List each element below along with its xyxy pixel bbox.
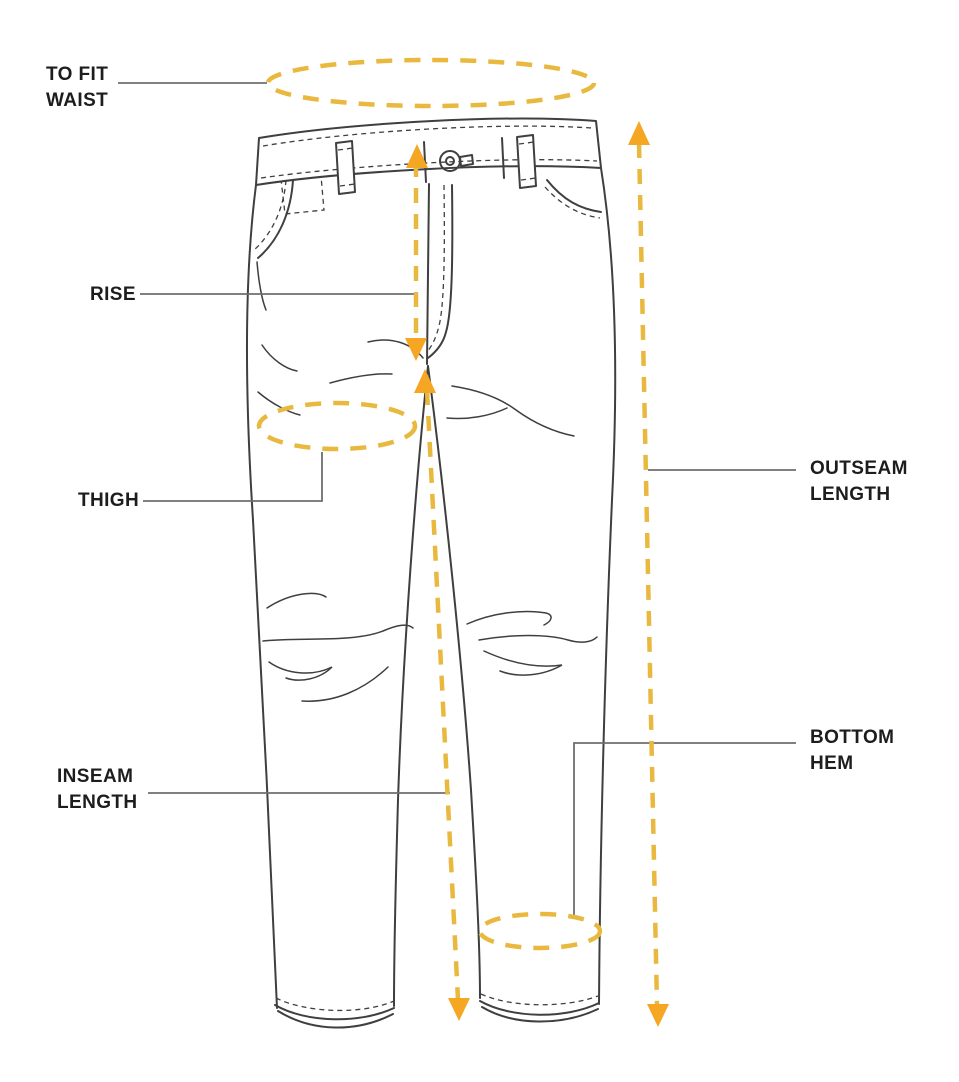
right-outer-seam bbox=[598, 167, 617, 1005]
rise-arrow-down bbox=[405, 338, 427, 361]
center-front-seam bbox=[426, 183, 430, 365]
label-bottom-hem: BOTTOM HEM bbox=[810, 727, 895, 774]
label-inseam-length: INSEAM LENGTH bbox=[57, 766, 138, 813]
outseam-arrow-down bbox=[647, 1004, 669, 1027]
label-thigh: THIGH bbox=[78, 490, 140, 511]
right-hem bbox=[479, 993, 600, 1023]
fabric-wrinkles bbox=[256, 261, 598, 702]
inseam-arrow-up bbox=[414, 369, 436, 393]
label-to-fit-waist: TO FIT WAIST bbox=[46, 64, 109, 111]
inseam-arrow-down bbox=[448, 998, 470, 1021]
fly-seam bbox=[427, 184, 454, 359]
left-inner-seam bbox=[393, 365, 429, 1007]
coin-pocket bbox=[280, 175, 325, 215]
left-outer-seam bbox=[245, 184, 278, 1009]
right-inner-seam bbox=[427, 365, 481, 999]
outseam-arrow-up bbox=[628, 121, 650, 145]
thigh-leader bbox=[143, 452, 323, 502]
inseam-measure-line bbox=[424, 389, 461, 1001]
waist-measure-ellipse bbox=[265, 57, 597, 109]
left-front-pocket bbox=[253, 175, 325, 259]
waistband bbox=[255, 117, 602, 186]
waist-button bbox=[439, 150, 474, 172]
left-hem bbox=[274, 997, 395, 1029]
label-outseam-length: OUTSEAM LENGTH bbox=[810, 458, 908, 505]
jeans-illustration bbox=[245, 117, 617, 1029]
thigh-measure-ellipse bbox=[256, 400, 418, 452]
fly-stitch bbox=[426, 184, 445, 353]
bottom-hem-measure-ellipse bbox=[477, 911, 603, 951]
label-rise: RISE bbox=[90, 284, 136, 305]
measurement-marks bbox=[256, 57, 669, 1027]
right-front-pocket bbox=[544, 179, 602, 219]
belt-loops bbox=[335, 134, 537, 195]
bottom-hem-leader bbox=[573, 742, 796, 916]
leader-lines bbox=[118, 82, 796, 916]
rise-arrow-up bbox=[406, 144, 428, 168]
outseam-measure-line bbox=[636, 142, 660, 1007]
